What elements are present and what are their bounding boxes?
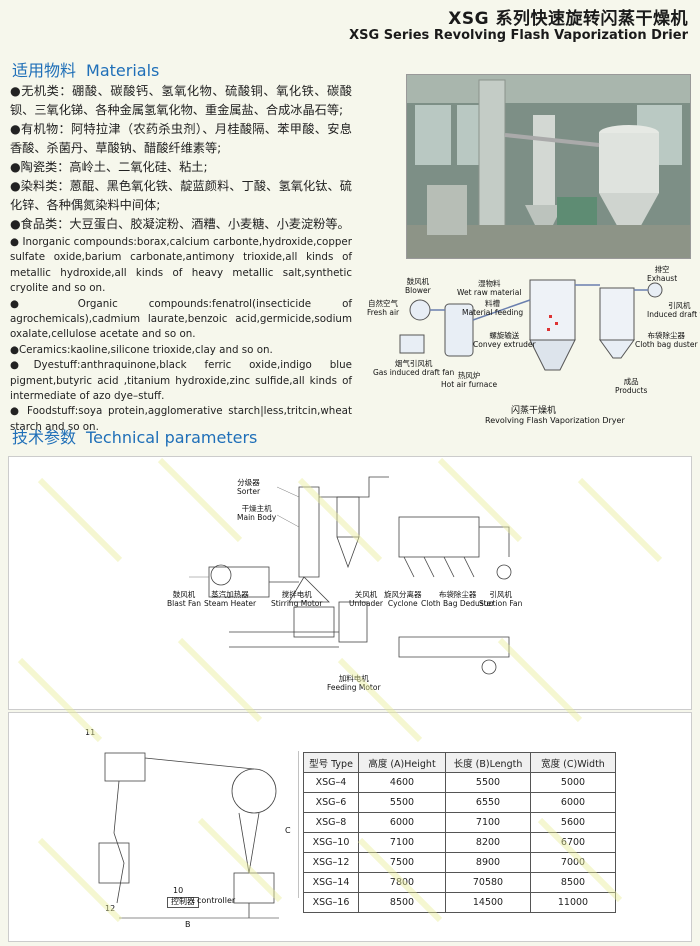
- table-cell: 6700: [530, 832, 616, 853]
- material-zh-dyestuff: ●染料类：蒽醌、黑色氧化铁、靛蓝颜料、丁酸、氢氧化钛、硫化锌、各种偶氮染料中间体…: [10, 179, 352, 212]
- table-cell: 7000: [530, 852, 616, 873]
- flow-convey: 螺旋输送 Convey extruder: [473, 331, 536, 349]
- page-title-en: XSG Series Revolving Flash Vaporization …: [349, 28, 688, 43]
- table-cell: 5000: [530, 772, 616, 793]
- flow-duster: 布袋除尘器 Cloth bag duster: [635, 331, 698, 349]
- label-sorter: 分级器 Sorter: [237, 478, 261, 496]
- table-cell: 6550: [445, 792, 531, 813]
- factory-photo: [406, 74, 691, 259]
- flow-material-feeding: 料槽 Material feeding: [462, 299, 524, 317]
- table-cell: 6000: [530, 792, 616, 813]
- plant-drawing-panel: 分级器 Sorter 干燥主机 Main Body 鼓风机 Blast Fan …: [8, 456, 692, 710]
- table-header-type: 型号 Type: [303, 752, 359, 773]
- material-zh-organic: ●有机物：阿特拉津（农药杀虫剂）、月桂酸隔、苯甲酸、安息香酸、杀菌丹、草酸钠、醋…: [10, 122, 352, 155]
- table-cell: 4600: [358, 772, 446, 793]
- label-dim-b: B: [185, 920, 191, 929]
- table-cell: 8900: [445, 852, 531, 873]
- table-cell: 7100: [358, 832, 446, 853]
- label-n11: 11: [85, 728, 96, 737]
- flow-induced-fan: 引风机 Induced draft fan: [647, 301, 700, 319]
- table-cell: 5500: [358, 792, 446, 813]
- label-controller-en: controller: [197, 896, 236, 905]
- materials-list: ●无机类：硼酸、碳酸钙、氢氧化物、硫酸铜、氧化铁、碳酸钡、三氧化锑、各种金属氢氧…: [10, 82, 352, 435]
- table-header-row: 型号 Type 高度 (A)Height 长度 (B)Length 宽度 (C)…: [303, 752, 616, 773]
- label-unloader: 关风机 Unloader: [349, 590, 383, 608]
- label-cloth-bag: 布袋除尘器 Cloth Bag Deduster: [421, 590, 495, 608]
- table-cell: 8200: [445, 832, 531, 853]
- material-en-inorganic: ● Inorganic compounds:borax,calcium carb…: [10, 236, 352, 295]
- material-en-dyestuff: ●Dyestuff:anthraquinone,black ferric oxi…: [10, 359, 352, 403]
- table-cell: 70580: [445, 872, 531, 893]
- table-cell: 14500: [445, 892, 531, 913]
- tech-heading: 技术参数 Technical parameters: [12, 424, 257, 448]
- table-header-height: 高度 (A)Height: [358, 752, 446, 773]
- label-n12: 12: [105, 904, 116, 913]
- label-feeding-motor: 加料电机 Feeding Motor: [327, 674, 381, 692]
- materials-heading-en: Materials: [86, 61, 160, 80]
- material-zh-ceramics: ●陶瓷类：高岭土、二氧化硅、粘土;: [10, 160, 208, 174]
- table-header-length: 长度 (B)Length: [445, 752, 531, 773]
- table-cell: XSG–10: [303, 832, 359, 853]
- spec-table: 型号 Type 高度 (A)Height 长度 (B)Length 宽度 (C)…: [303, 752, 616, 913]
- label-dim-c: C: [285, 826, 291, 835]
- table-cell: 6000: [358, 812, 446, 833]
- page-title-zh: XSG 系列快速旋转闪蒸干燥机: [448, 9, 688, 29]
- table-cell: 7100: [445, 812, 531, 833]
- flow-gas-fan: 烟气引风机 Gas induced draft fan: [373, 359, 455, 377]
- table-cell: XSG–16: [303, 892, 359, 913]
- table-cell: 8500: [358, 892, 446, 913]
- material-en-organic: ● Organic compounds:fenatrol(insecticide…: [10, 297, 352, 341]
- materials-heading: 适用物料 Materials: [12, 57, 159, 81]
- flow-wet-material: 湿物料 Wet raw material: [457, 279, 522, 297]
- flow-caption-zh: 闪蒸干燥机: [511, 406, 557, 416]
- label-controller-zh: 控制器: [167, 897, 199, 908]
- table-cell: XSG–8: [303, 812, 359, 833]
- table-cell: 8500: [530, 872, 616, 893]
- material-zh-food: ●食品类：大豆蛋白、胶凝淀粉、酒糟、小麦糖、小麦淀粉等。: [10, 217, 350, 231]
- table-cell: XSG–12: [303, 852, 359, 873]
- label-cyclone: 旋风分离器 Cyclone: [384, 590, 422, 608]
- flow-blower: 鼓风机 Blower: [405, 277, 431, 295]
- table-header-width: 宽度 (C)Width: [530, 752, 616, 773]
- flow-furnace: 热风炉 Hot air furnace: [441, 371, 498, 389]
- table-cell: XSG–14: [303, 872, 359, 893]
- table-cell: 7800: [358, 872, 446, 893]
- label-blast-fan: 鼓风机 Blast Fan: [167, 590, 202, 608]
- flow-caption-en: Revolving Flash Vaporization Dryer: [485, 416, 625, 425]
- material-zh-inorganic: ●无机类：硼酸、碳酸钙、氢氧化物、硫酸铜、氧化铁、碳酸钡、三氧化锑、各种金属氢氧…: [10, 84, 352, 117]
- label-suction-fan: 引风机 Suction Fan: [479, 590, 523, 608]
- tech-heading-zh: 技术参数: [12, 428, 77, 447]
- flow-exhaust: 排空 Exhaust: [647, 265, 678, 283]
- tech-heading-en: Technical parameters: [86, 428, 258, 447]
- process-flow-diagram: 自然空气 Fresh air 鼓风机 Blower 湿物料 Wet raw ma…: [365, 260, 700, 430]
- flow-products: 成品 Products: [615, 377, 648, 395]
- label-n10: 10: [173, 886, 184, 895]
- table-cell: XSG–4: [303, 772, 359, 793]
- label-steam-heater: 蒸汽加热器 Steam Heater: [204, 590, 257, 608]
- table-cell: 7500: [358, 852, 446, 873]
- table-cell: 11000: [530, 892, 616, 913]
- label-main-body: 干燥主机 Main Body: [237, 504, 277, 522]
- table-cell: XSG–6: [303, 792, 359, 813]
- table-cell: 5600: [530, 812, 616, 833]
- label-stirring-motor: 搅拌电机 Stirring Motor: [271, 590, 323, 608]
- flow-fresh-air: 自然空气 Fresh air: [367, 299, 400, 317]
- material-en-ceramics: ●Ceramics:kaoline,silicone trioxide,clay…: [10, 343, 273, 356]
- table-cell: 5500: [445, 772, 531, 793]
- material-en-food: ● Foodstuff:soya protein,agglomerative s…: [10, 405, 352, 433]
- materials-heading-zh: 适用物料: [12, 61, 77, 80]
